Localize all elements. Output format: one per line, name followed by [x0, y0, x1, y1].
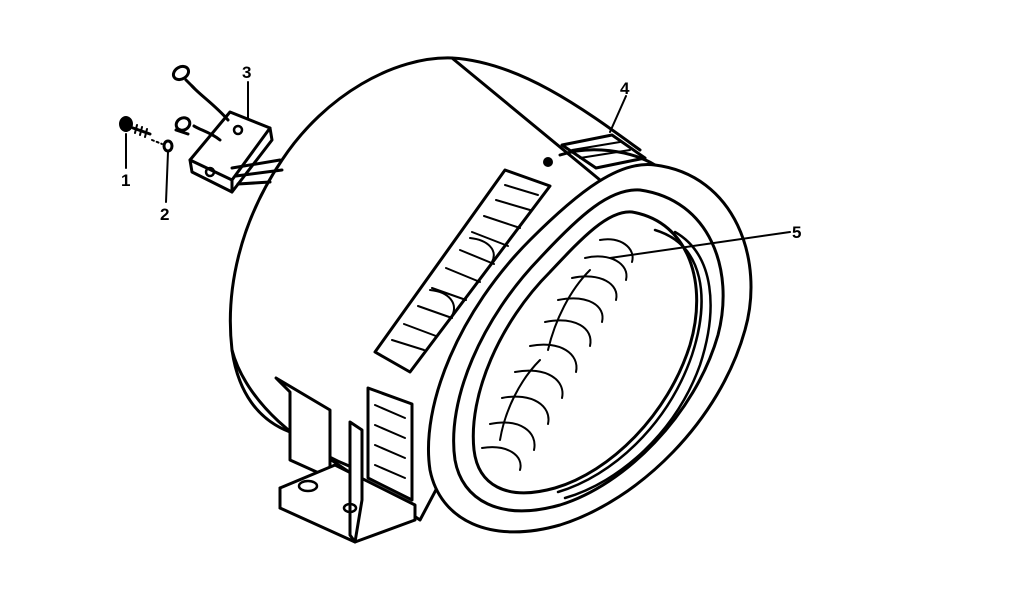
callout-5: 5	[792, 223, 801, 242]
callout-3: 3	[242, 63, 251, 82]
callout-2: 2	[160, 205, 169, 224]
ring-terminal	[171, 64, 191, 82]
callout-4: 4	[620, 79, 630, 98]
screw	[119, 116, 150, 137]
lock-washer	[152, 140, 172, 151]
callout-1: 1	[121, 171, 130, 190]
screw-hole	[543, 157, 553, 167]
